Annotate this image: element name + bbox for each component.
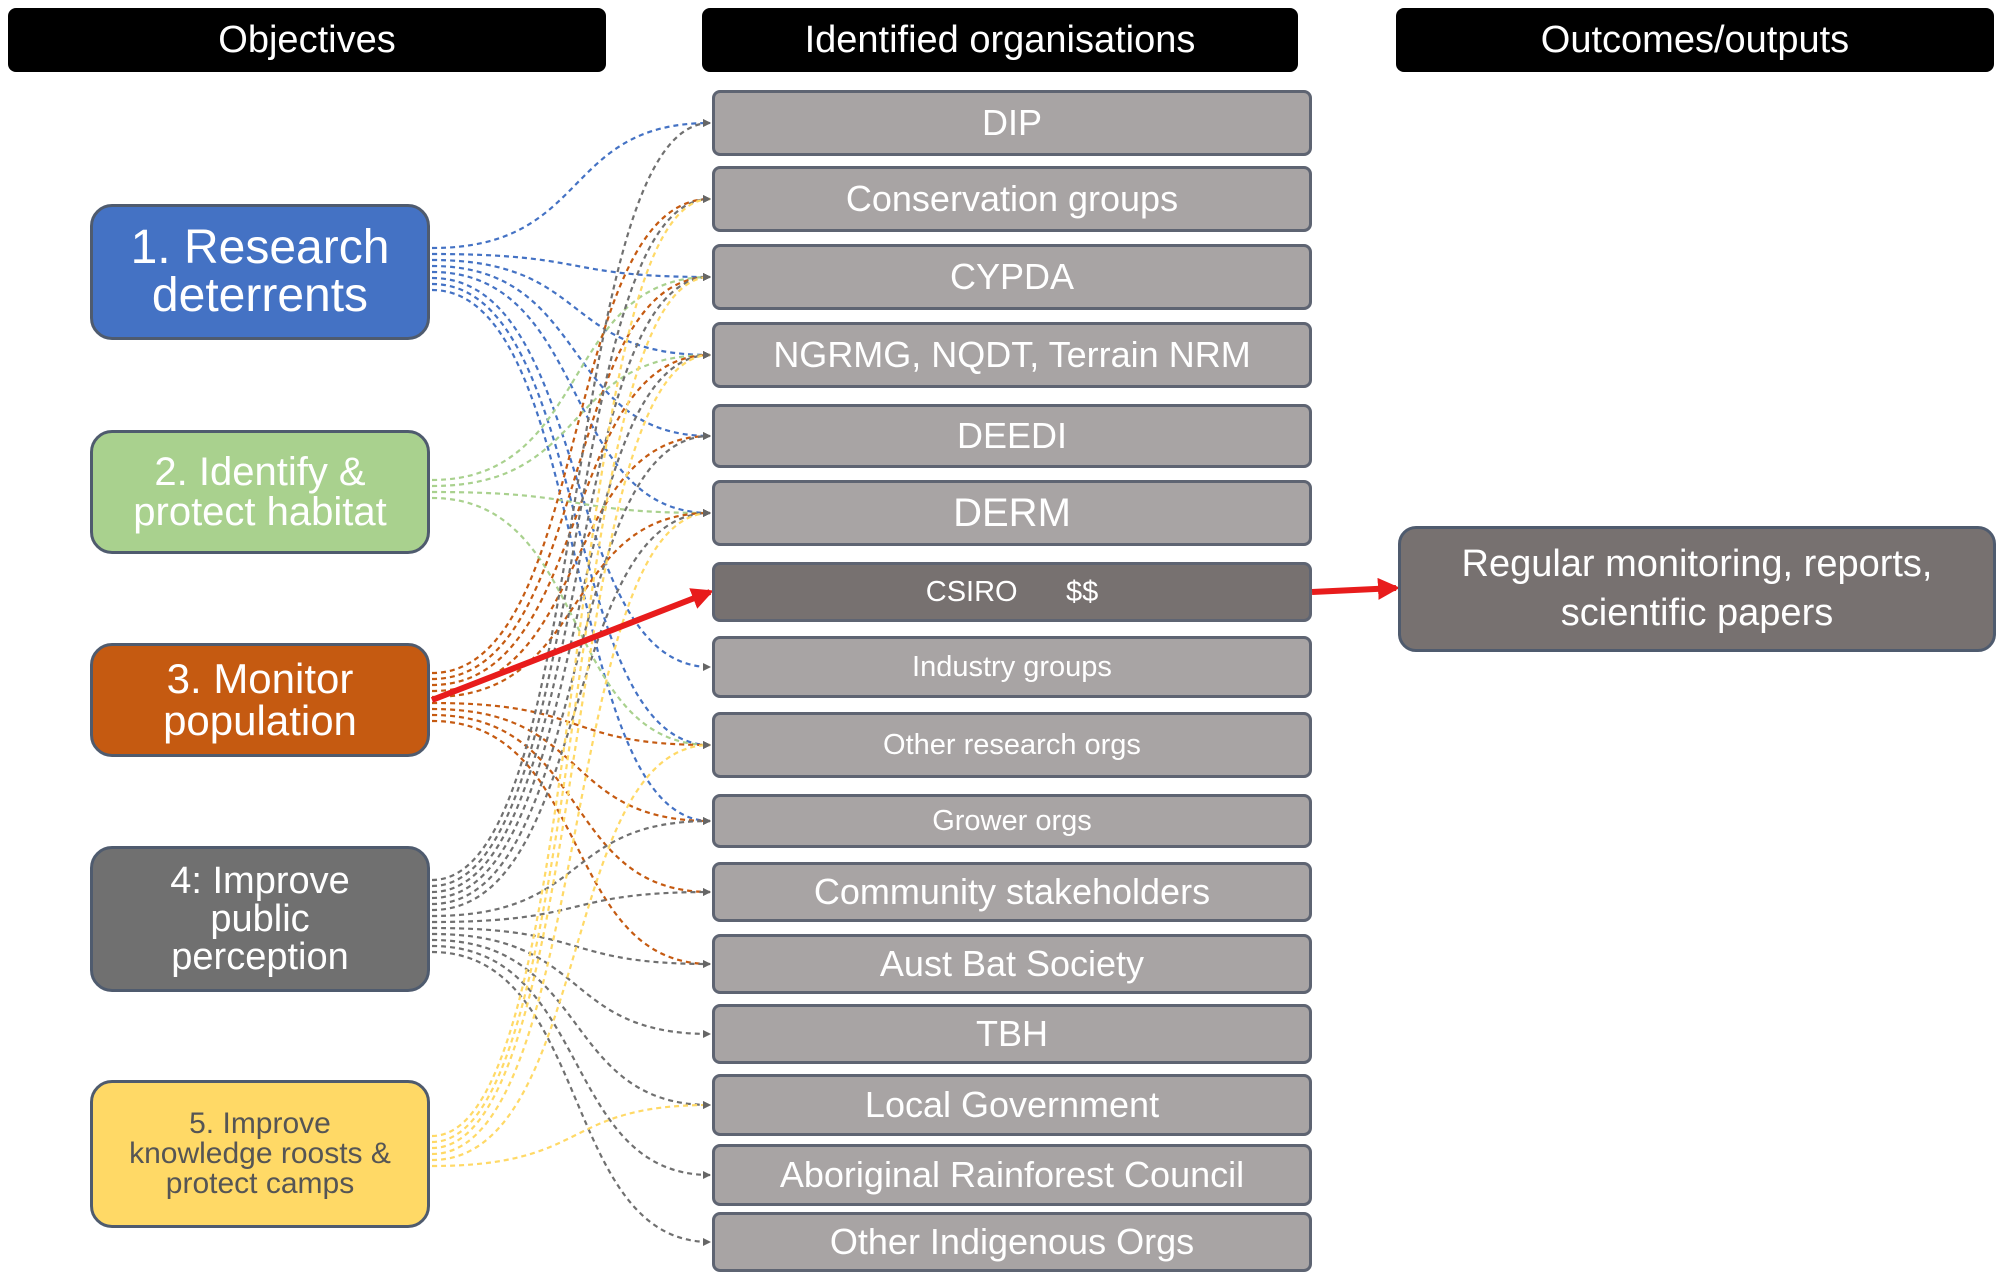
link-line xyxy=(431,741,711,1162)
link-line xyxy=(431,273,711,681)
link-line xyxy=(431,888,711,924)
link-line xyxy=(431,713,711,896)
link-line xyxy=(431,276,711,671)
link-line xyxy=(431,282,711,749)
link-line xyxy=(431,509,711,1156)
org-community-stakeholders: Community stakeholders xyxy=(712,862,1312,922)
link-line xyxy=(431,288,711,825)
link-line xyxy=(431,926,711,968)
link-line xyxy=(431,351,711,1150)
link-line xyxy=(431,1101,711,1168)
link-line xyxy=(431,264,711,440)
link-line xyxy=(431,273,711,482)
link-line xyxy=(431,351,711,900)
link-line xyxy=(431,707,711,825)
link-line xyxy=(431,273,711,1144)
link-line xyxy=(431,351,711,687)
org-other-research-orgs: Other research orgs xyxy=(712,712,1312,778)
objective-improve-knowledge-roosts: 5. Improve knowledge roosts & protect ca… xyxy=(90,1080,430,1228)
org-grower-orgs: Grower orgs xyxy=(712,794,1312,848)
org-tbh: TBH xyxy=(712,1004,1312,1064)
objective-identify-protect-habitat: 2. Identify & protect habitat xyxy=(90,430,430,554)
objective-research-deterrents: 1. Research deterrents xyxy=(90,204,430,340)
org-derm: DERM xyxy=(712,480,1312,546)
link-line xyxy=(431,252,711,281)
link-line xyxy=(431,490,711,517)
objective-improve-public-perception: 4: Improve public perception xyxy=(90,846,430,992)
link-line xyxy=(431,932,711,1038)
highlight-arrow-to-csiro xyxy=(430,588,714,703)
org-cypda: CYPDA xyxy=(712,244,1312,310)
link-line xyxy=(431,719,711,968)
org-conservation-groups: Conservation groups xyxy=(712,166,1312,232)
link-line xyxy=(431,817,711,918)
org-csiro: CSIRO $$ xyxy=(712,562,1312,622)
link-line xyxy=(431,950,711,1246)
objective-monitor-population: 3. Monitor population xyxy=(90,643,430,757)
link-line xyxy=(431,195,711,1138)
link-line xyxy=(431,509,711,699)
header-objectives: Objectives xyxy=(8,8,606,72)
org-industry-groups: Industry groups xyxy=(712,636,1312,698)
org-deedi: DEEDI xyxy=(712,404,1312,468)
link-line xyxy=(431,938,711,1109)
link-line xyxy=(431,270,711,517)
org-dip: DIP xyxy=(712,90,1312,156)
org-aboriginal-rainforest-council: Aboriginal Rainforest Council xyxy=(712,1144,1312,1206)
org-aust-bat-society: Aust Bat Society xyxy=(712,934,1312,994)
link-line xyxy=(431,195,711,675)
link-line xyxy=(431,195,711,888)
org-ngrmg-nqdt-terrain-nrm: NGRMG, NQDT, Terrain NRM xyxy=(712,322,1312,388)
highlight-arrow-to-outcome xyxy=(1311,577,1400,600)
outcome-monitoring-reports-papers: Regular monitoring, reports, scientific … xyxy=(1398,526,1996,652)
link-line xyxy=(431,119,711,250)
link-line xyxy=(431,944,711,1179)
link-line xyxy=(431,258,711,359)
header-organisations: Identified organisations xyxy=(702,8,1298,72)
header-outcomes: Outcomes/outputs xyxy=(1396,8,1994,72)
link-line xyxy=(431,119,711,882)
link-line xyxy=(431,496,711,749)
org-other-indigenous-orgs: Other Indigenous Orgs xyxy=(712,1212,1312,1272)
org-local-government: Local Government xyxy=(712,1074,1312,1136)
link-line xyxy=(431,273,711,894)
link-line xyxy=(431,351,711,488)
link-line xyxy=(431,701,711,749)
